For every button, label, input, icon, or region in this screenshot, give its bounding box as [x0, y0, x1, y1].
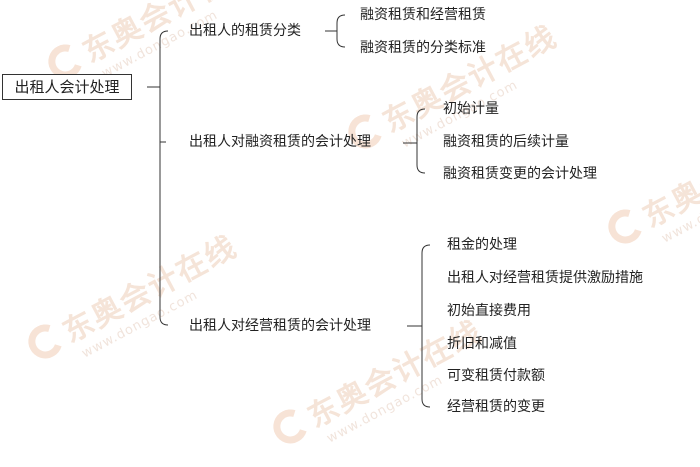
branch-1-child-1: 融资租赁和经营租赁	[360, 7, 486, 23]
branch-3-bracket	[421, 244, 431, 408]
branch-2-label: 出租人对融资租赁的会计处理	[189, 134, 371, 150]
branch-3-child-5: 可变租赁付款额	[447, 368, 545, 384]
branch-2-child-3: 融资租赁变更的会计处理	[443, 166, 597, 182]
branch-1-child-2: 融资租赁的分类标准	[360, 40, 486, 56]
branch-3-child-3: 初始直接费用	[447, 303, 531, 319]
branch-2-child-2: 融资租赁的后续计量	[443, 134, 569, 150]
branch-2-child-1: 初始计量	[443, 101, 499, 117]
branch-1-label: 出租人的租赁分类	[189, 23, 301, 39]
branch-3-label: 出租人对经营租赁的会计处理	[189, 318, 371, 334]
main-bracket	[159, 30, 169, 326]
branch-1-bracket	[336, 14, 346, 48]
branch-3-child-1: 租金的处理	[447, 237, 517, 253]
branch-3-child-2: 出租人对经营租赁提供激励措施	[447, 270, 643, 286]
branch-3-child-6: 经营租赁的变更	[447, 399, 545, 415]
branch-3-child-4: 折旧和减值	[447, 336, 517, 352]
connector-lines	[147, 14, 431, 408]
root-node: 出租人会计处理	[2, 74, 132, 100]
branch-2-bracket	[416, 108, 426, 174]
